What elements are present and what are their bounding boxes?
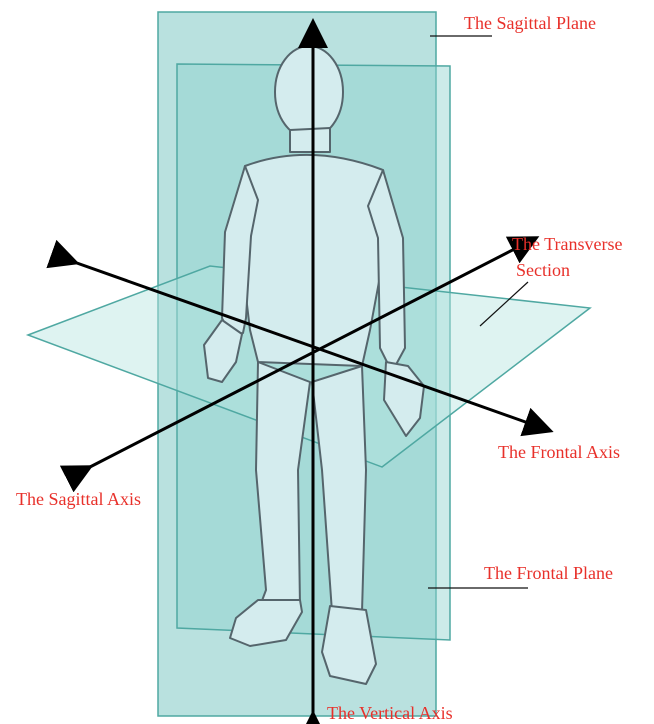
frontal-plane-label: The Frontal Plane — [484, 563, 613, 583]
vertical-axis-label: The Vertical Axis — [327, 703, 453, 723]
figure-head — [275, 46, 343, 138]
transverse-section-label-line1: The Transverse — [512, 234, 623, 254]
sagittal-axis-label: The Sagittal Axis — [16, 489, 141, 509]
figure-neck — [290, 128, 330, 152]
frontal-axis-label: The Frontal Axis — [498, 442, 620, 462]
figure-foot-right — [322, 606, 376, 684]
sagittal-plane-label: The Sagittal Plane — [464, 13, 596, 33]
transverse-section-label-line2: Section — [516, 260, 570, 280]
